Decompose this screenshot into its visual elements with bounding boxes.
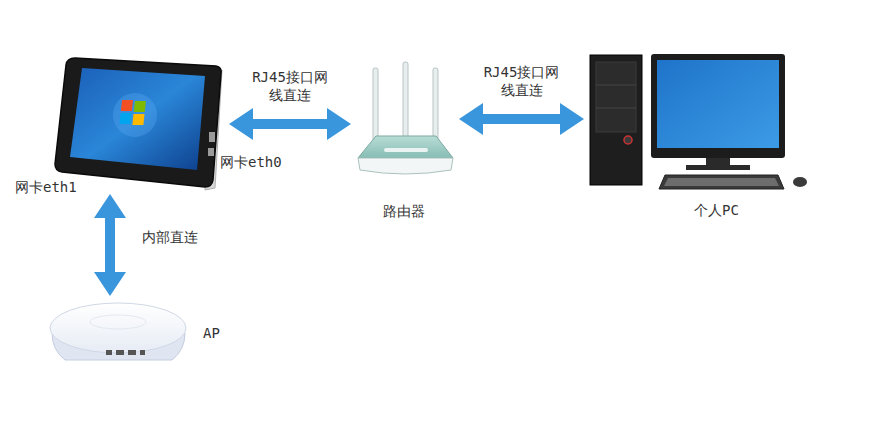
- router-node: 路由器: [355, 60, 455, 178]
- double-arrow: [229, 108, 351, 140]
- device-label: 网卡eth1: [15, 179, 77, 196]
- device-label: 网卡eth0: [220, 154, 282, 171]
- double-arrow: [459, 103, 584, 135]
- pc-icon: [590, 54, 807, 189]
- router-icon: [358, 62, 453, 174]
- edge-label: RJ45接口网线直连: [479, 63, 565, 99]
- device-label: 路由器: [383, 203, 425, 220]
- pc-node: 个人PC: [588, 52, 813, 190]
- ap-icon: [50, 303, 186, 360]
- edge-label: 内部直连: [142, 228, 198, 246]
- edge-label: RJ45接口网线直连: [247, 68, 333, 104]
- device-label: 个人PC: [694, 202, 739, 219]
- tablet-node: 网卡eth0网卡eth1: [55, 58, 225, 190]
- tablet-icon: [55, 58, 222, 190]
- ap-node: AP: [48, 300, 188, 365]
- device-label: AP: [203, 325, 220, 342]
- double-arrow: [94, 194, 126, 296]
